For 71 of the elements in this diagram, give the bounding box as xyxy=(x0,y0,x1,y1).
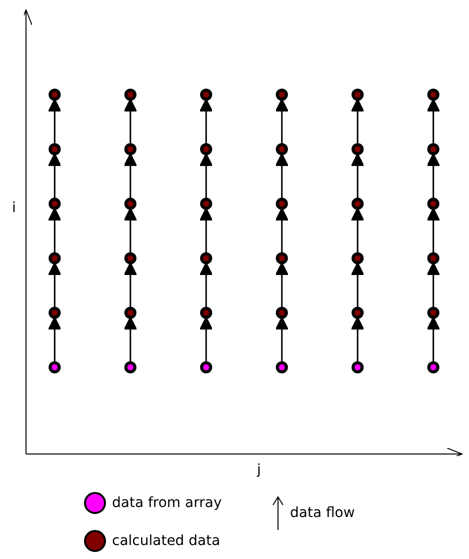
arrow xyxy=(48,153,62,200)
arrow xyxy=(199,153,213,200)
node-circle xyxy=(276,252,288,264)
node-circle xyxy=(427,252,440,264)
node-circle xyxy=(427,143,440,156)
arrow xyxy=(426,98,440,145)
arrow xyxy=(350,98,364,145)
node-circle xyxy=(48,88,61,101)
arrow xyxy=(426,208,440,254)
arrow xyxy=(350,262,364,308)
legend-text: data flow xyxy=(290,505,355,521)
arrow xyxy=(199,262,213,308)
arrow xyxy=(124,208,138,254)
node-circle xyxy=(48,252,61,264)
legend-text: data from array xyxy=(112,495,222,511)
node-circle xyxy=(200,252,212,264)
node-circle xyxy=(124,252,136,264)
axis-label: i xyxy=(12,200,16,216)
arrow xyxy=(350,208,364,254)
arrow xyxy=(199,208,213,254)
node-circle xyxy=(48,198,61,210)
arrow xyxy=(350,153,364,200)
node-circle xyxy=(48,143,61,156)
node-circle xyxy=(200,198,212,210)
arrow xyxy=(124,153,138,200)
node-circle xyxy=(276,306,288,319)
legend-text: calculated data xyxy=(112,533,220,549)
node-circle xyxy=(124,143,136,156)
arrow xyxy=(426,262,440,308)
node-circle xyxy=(124,361,136,374)
node-circle xyxy=(427,198,440,210)
node-circle xyxy=(276,361,288,374)
node-circle xyxy=(352,361,364,374)
arrow xyxy=(275,208,289,254)
node-circle xyxy=(200,361,212,374)
node-circle xyxy=(200,88,212,101)
node-circle xyxy=(352,143,364,156)
arrow xyxy=(124,98,138,145)
arrow xyxy=(124,262,138,308)
arrow xyxy=(426,153,440,200)
arrow xyxy=(275,316,289,363)
node-circle xyxy=(124,306,136,319)
node-circle xyxy=(352,306,364,319)
arrow xyxy=(199,98,213,145)
arrow xyxy=(426,316,440,363)
node-circle xyxy=(124,198,136,210)
arrow xyxy=(275,98,289,145)
node-circle xyxy=(48,306,61,319)
node-circle xyxy=(200,306,212,319)
node-circle xyxy=(352,198,364,210)
arrow xyxy=(48,208,62,254)
axis-label: j xyxy=(257,462,261,478)
arrow xyxy=(275,262,289,308)
arrow xyxy=(48,262,62,308)
node-circle xyxy=(427,306,440,319)
node-circle xyxy=(427,361,440,374)
arrow xyxy=(350,316,364,363)
node-circle xyxy=(48,361,61,374)
arrow xyxy=(199,316,213,363)
arrow xyxy=(124,316,138,363)
node-circle xyxy=(352,88,364,101)
node-circle xyxy=(276,143,288,156)
node-circle xyxy=(276,88,288,101)
arrow xyxy=(275,153,289,200)
node-circle xyxy=(352,252,364,264)
node-circle xyxy=(200,143,212,156)
node-circle xyxy=(276,198,288,210)
arrow xyxy=(48,316,62,363)
node-circle xyxy=(124,88,136,101)
node-circle xyxy=(427,88,440,101)
arrow xyxy=(48,98,62,145)
